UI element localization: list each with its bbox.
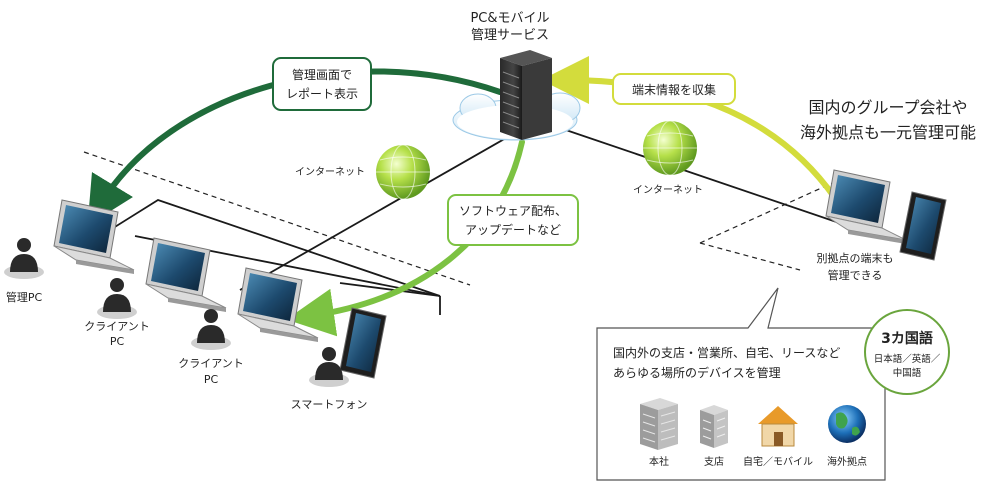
internet-label: インターネット [295,166,365,178]
globe-icon [828,405,866,443]
client-laptop-icon [145,237,227,312]
language-badge-title: 3カ国語 [881,330,933,347]
place-label: 自宅／モバイル [743,455,813,468]
client-pc-1-label-line2: PC [110,335,125,348]
place-label: 支店 [704,455,724,468]
language-badge: 3カ国語 日本語／英語／ 中国語 [864,309,950,395]
report-callout: 管理画面で レポート表示 [272,57,372,111]
remote-tablet-icon [899,191,947,261]
client-pc-2-label-line1: クライアント [178,357,244,370]
admin-user-icon [4,238,44,279]
language-badge-line2: 中国語 [893,367,922,379]
info-box-line2: あらゆる場所のデバイスを管理 [613,365,781,380]
headline-line2: 海外拠点も一元管理可能 [800,123,976,142]
remote-label-line2: 管理できる [828,268,883,282]
headquarters-building-icon [640,398,678,450]
remote-laptop-icon [825,169,907,244]
language-badge-line1: 日本語／英語／ [874,353,941,365]
server-label-line2: 管理サービス [471,28,549,43]
client-user-icon [191,309,231,350]
software-callout-line2: アップデートなど [465,222,561,237]
client-laptop-icon [237,267,319,342]
smartphone-label: スマートフォン [291,398,368,411]
tablet-icon [339,307,387,379]
report-callout-line2: レポート表示 [286,87,358,101]
info-box: 国内外の支店・営業所、自宅、リースなど あらゆる場所のデバイスを管理 [596,287,886,481]
client-pc-2-label-line2: PC [204,373,219,386]
place-label: 海外拠点 [827,455,867,468]
report-arrow [87,68,503,226]
client-pc-1-label-line1: クライアント [84,320,150,333]
report-callout-line1: 管理画面で [292,67,352,82]
internet-globe-icon [376,144,430,200]
branch-building-icon [700,405,728,448]
software-callout-line1: ソフトウェア配布、 [459,204,567,218]
place-label: 本社 [649,455,669,468]
distribution-arrow [286,139,525,337]
client-user-icon [97,278,137,319]
headline-line1: 国内のグループ会社や [808,98,967,117]
admin-pc-label: 管理PC [6,290,43,304]
home-icon [758,406,798,447]
collect-callout-text: 端末情報を収集 [632,82,716,97]
server-label-line1: PC&モバイル [470,11,549,26]
info-box-line1: 国内外の支店・営業所、自宅、リースなど [613,345,840,360]
collect-callout: 端末情報を収集 [612,73,736,105]
admin-laptop-icon [53,199,135,274]
remote-label-line1: 別拠点の端末も [817,251,894,265]
collect-arrow [541,56,838,201]
internet-globe-icon [643,120,697,176]
internet-label: インターネット [633,184,703,196]
server-rack-icon [500,50,552,140]
software-callout: ソフトウェア配布、 アップデートなど [447,194,579,246]
smartphone-user-icon [309,347,349,387]
